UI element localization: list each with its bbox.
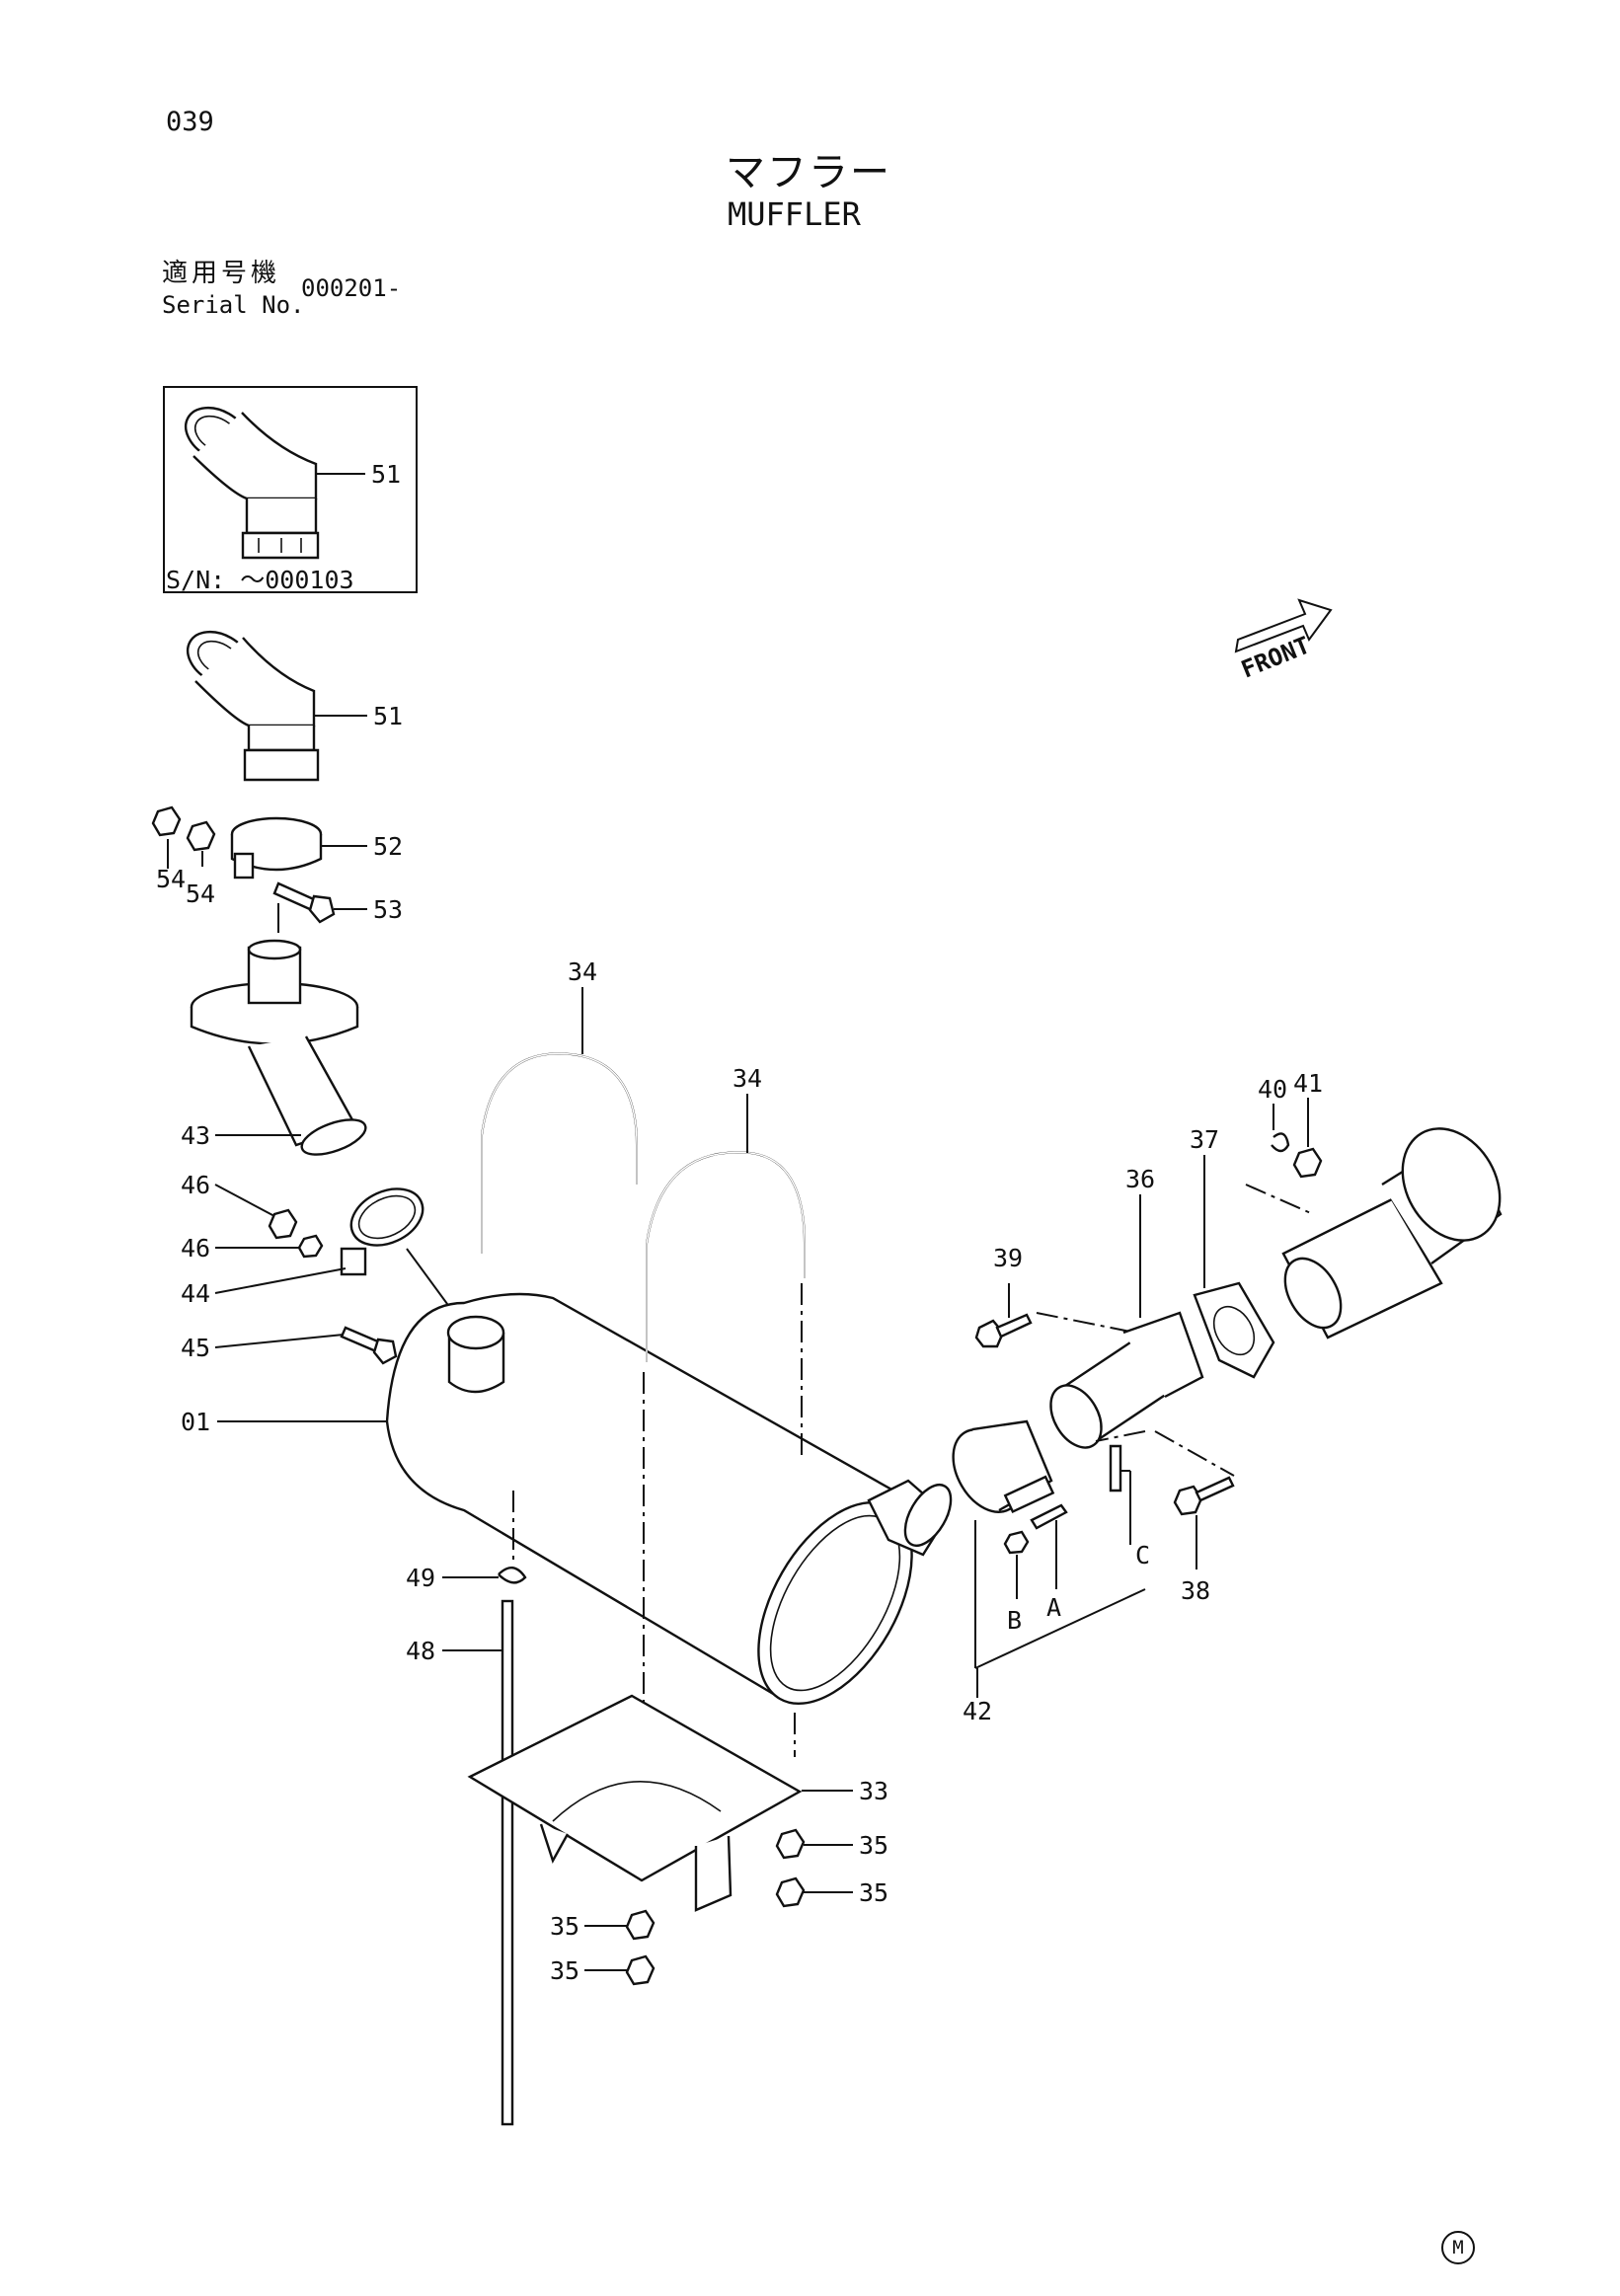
part-35-nut-a [775, 1828, 806, 1860]
callout-43: 43 [181, 1121, 210, 1150]
part-38-bolt [1173, 1476, 1235, 1516]
callout-49: 49 [406, 1564, 435, 1592]
title-english: MUFFLER [728, 195, 861, 233]
callout-37: 37 [1190, 1125, 1219, 1154]
callout-33: 33 [859, 1777, 888, 1805]
callout-42: 42 [963, 1697, 992, 1725]
callout-44: 44 [181, 1279, 210, 1308]
part-35-nut-d [625, 1954, 656, 1986]
front-arrow [1234, 598, 1333, 653]
callout-34-a: 34 [568, 957, 597, 986]
callout-46-a: 46 [181, 1171, 210, 1199]
part-39-bolt [974, 1313, 1033, 1348]
callout-35-c: 35 [550, 1912, 579, 1941]
part-46-nut-b [297, 1234, 324, 1259]
callout-35-a: 35 [859, 1831, 888, 1860]
inset-callout-51: 51 [371, 460, 401, 489]
part-36-pipe [1049, 1311, 1204, 1449]
part-51-elbow-pipe [187, 630, 320, 782]
part-42-clamp [952, 1419, 1068, 1555]
part-48-drain-tube [501, 1599, 514, 2126]
callout-35-b: 35 [859, 1878, 888, 1907]
part-46-nut-a [268, 1208, 298, 1240]
maker-mark: M [1441, 2231, 1475, 2264]
callout-35-d: 35 [550, 1956, 579, 1985]
part-54-nut-a [151, 805, 182, 837]
inset-elbow-pipe [185, 406, 320, 560]
callout-51: 51 [373, 702, 403, 730]
callout-54-b: 54 [186, 880, 215, 908]
part-43-outlet-pipe [190, 939, 367, 1156]
part-41-nut [1292, 1147, 1323, 1179]
callout-53: 53 [373, 895, 403, 924]
part-54-nut-b [186, 820, 216, 852]
callout-01: 01 [181, 1408, 210, 1436]
callout-A: A [1046, 1593, 1061, 1622]
serial-label-english: Serial No. [162, 291, 305, 319]
callout-38: 38 [1181, 1576, 1210, 1605]
serial-label-japanese: 適用号機 [162, 259, 281, 288]
serial-number-range: 000201- [301, 274, 402, 302]
callout-45: 45 [181, 1334, 210, 1362]
part-49-clip [498, 1567, 527, 1584]
page-number: 039 [166, 107, 214, 137]
title-japanese: マフラー [726, 150, 891, 195]
callout-52: 52 [373, 832, 403, 861]
callout-B: B [1007, 1606, 1022, 1635]
callout-34-b: 34 [733, 1064, 762, 1093]
part-40-snap-ring [1271, 1132, 1290, 1153]
part-53-bolt [272, 881, 336, 924]
callout-48: 48 [406, 1637, 435, 1665]
part-01-muffler [385, 1292, 953, 1706]
callout-39: 39 [993, 1244, 1023, 1272]
turbocharger-flange [1281, 1127, 1503, 1339]
callout-36: 36 [1125, 1165, 1155, 1193]
part-34-u-bolt-b [646, 1151, 806, 1362]
callout-41: 41 [1293, 1069, 1323, 1098]
callout-40: 40 [1258, 1075, 1287, 1104]
callout-C: C [1135, 1541, 1150, 1569]
part-52-clamp [230, 816, 323, 880]
part-35-nut-c [625, 1909, 656, 1941]
small-bolt-c [1109, 1444, 1122, 1492]
inset-serial-label: S/N: ～000103 [166, 566, 354, 594]
part-35-nut-b [775, 1876, 806, 1908]
part-37-gasket [1193, 1281, 1275, 1379]
part-34-u-bolt-a [481, 1052, 638, 1254]
callout-54-a: 54 [156, 865, 186, 893]
part-45-bolt [340, 1326, 398, 1365]
part-33-bracket [467, 1694, 803, 1912]
part-44-clamp [340, 1187, 424, 1276]
callout-46-b: 46 [181, 1234, 210, 1263]
inset-box [163, 386, 418, 593]
